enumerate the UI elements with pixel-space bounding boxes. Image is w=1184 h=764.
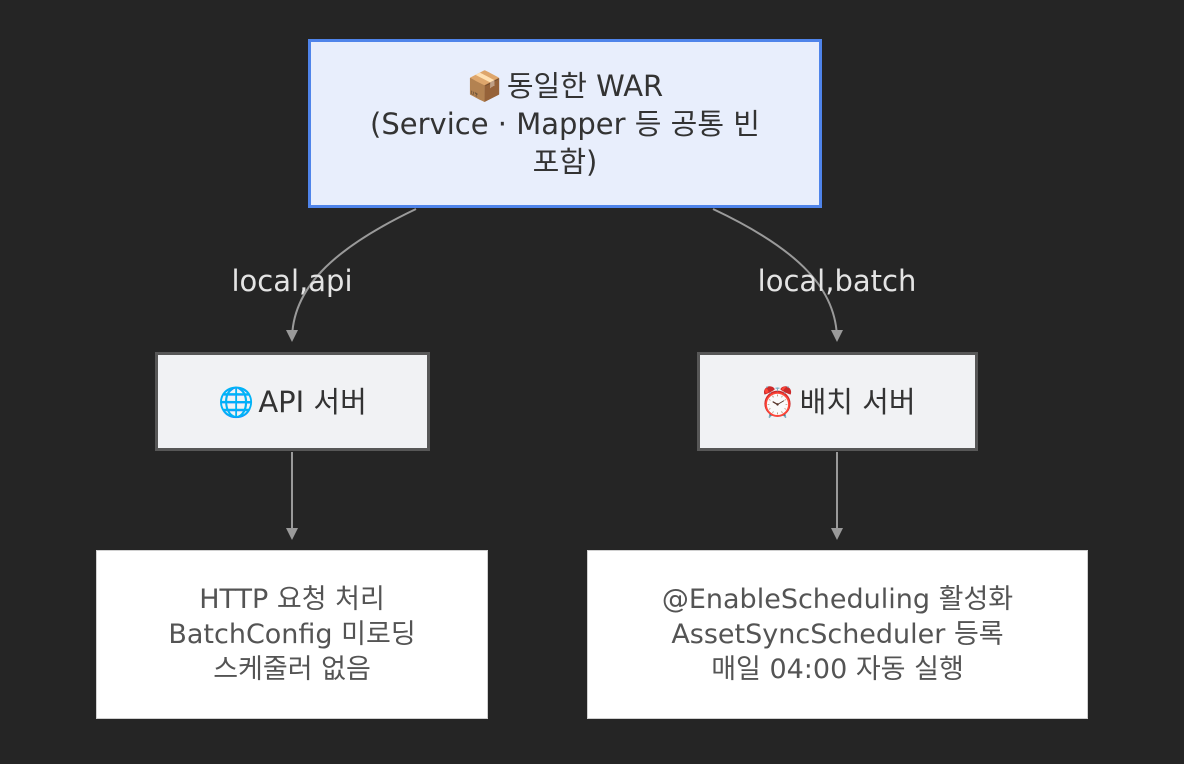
batch-server-label: 배치 서버 xyxy=(799,384,916,419)
alarm-clock-icon: ⏰ xyxy=(759,384,796,419)
globe-icon: 🌐 xyxy=(218,384,255,419)
api-note-line-3: 스케줄러 없음 xyxy=(213,654,371,685)
war-node-label: 📦동일한 WAR (Service · Mapper 등 공통 빈 포함) xyxy=(370,67,760,181)
batch-server-node[interactable]: ⏰배치 서버 xyxy=(697,352,978,451)
api-server-node[interactable]: 🌐API 서버 xyxy=(155,352,430,451)
war-node-line-2: (Service · Mapper 등 공통 빈 xyxy=(370,106,760,141)
api-note-line-2: BatchConfig 미로딩 xyxy=(168,619,416,650)
batch-note-line-2: AssetSyncScheduler 등록 xyxy=(671,619,1004,650)
edge-label-api: local,api xyxy=(231,264,353,298)
war-node[interactable]: 📦동일한 WAR (Service · Mapper 등 공통 빈 포함) xyxy=(308,39,822,208)
api-note-line-1: HTTP 요청 처리 xyxy=(199,584,385,615)
batch-note-line-3: 매일 04:00 자동 실행 xyxy=(711,654,964,685)
edge-root-to-batch xyxy=(712,208,843,342)
war-node-line-1: 동일한 WAR xyxy=(506,68,664,103)
edge-root-to-api xyxy=(286,208,417,342)
edge-label-batch: local,batch xyxy=(757,264,917,298)
batch-note-line-1: @EnableScheduling 활성화 xyxy=(661,584,1014,615)
package-icon: 📦 xyxy=(466,68,503,103)
batch-note-node[interactable]: @EnableScheduling 활성화 AssetSyncScheduler… xyxy=(587,550,1088,719)
war-node-line-3: 포함) xyxy=(532,144,598,179)
api-server-label: API 서버 xyxy=(258,384,367,419)
api-note-node[interactable]: HTTP 요청 처리 BatchConfig 미로딩 스케줄러 없음 xyxy=(96,550,488,719)
